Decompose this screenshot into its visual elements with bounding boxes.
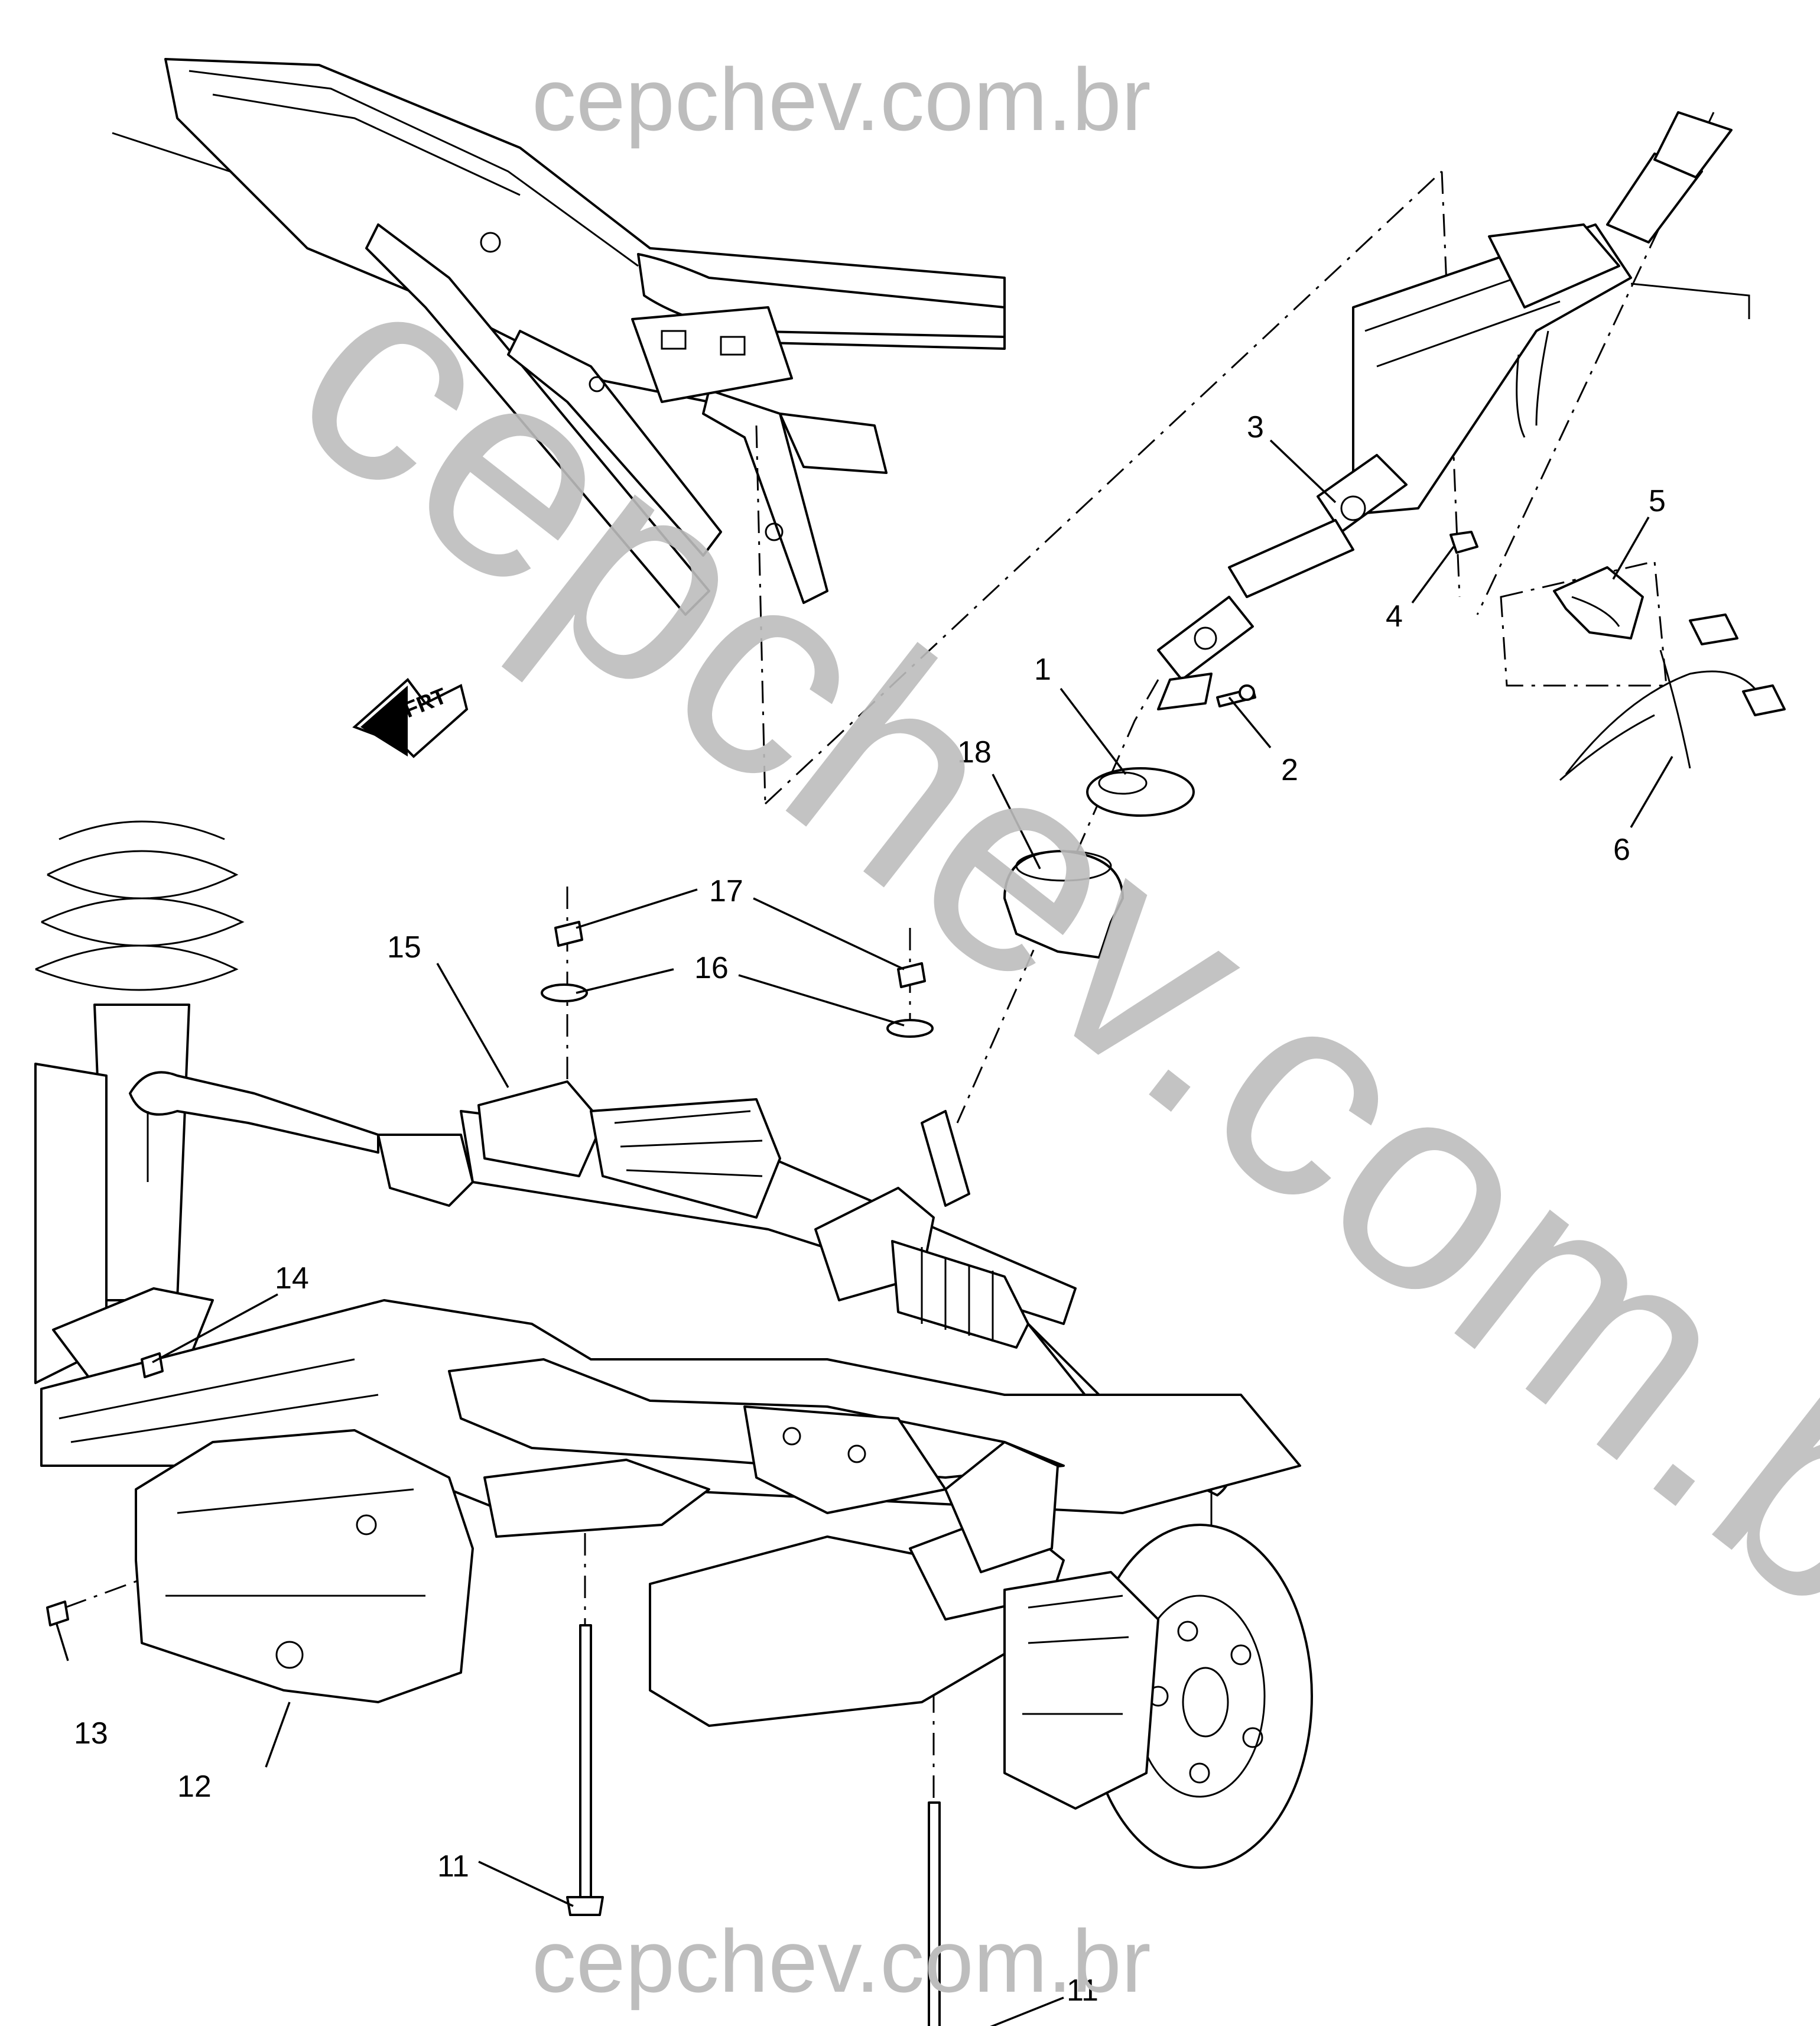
callout-5: 5: [1649, 484, 1666, 518]
callout-15: 15: [387, 930, 421, 965]
boot-18: [1003, 850, 1124, 959]
callout-13: 13: [74, 1716, 108, 1751]
callout-11-a: 11: [437, 1849, 469, 1884]
brake-assembly: [944, 1441, 1313, 1869]
callout-16: 16: [694, 951, 729, 985]
bolts-11-13-14: [46, 1352, 941, 2026]
watermark-bottom: cepchev.com.br: [532, 1911, 1151, 2011]
wiring-harness-6: [1559, 613, 1786, 781]
steering-column: [1157, 111, 1750, 710]
callout-14: 14: [275, 1261, 309, 1296]
callout-labels: 1 2 3 4 5 6 11 11 12 13 14 15 16 17 18: [74, 410, 1666, 2008]
callout-18: 18: [957, 735, 992, 770]
callout-2: 2: [1281, 753, 1298, 787]
instrument-panel-beam: [112, 58, 1006, 616]
bolt-2: [1216, 684, 1256, 707]
heat-shield-12: [135, 1429, 474, 1703]
callout-11-b: 11: [1067, 1973, 1098, 2008]
callout-6: 6: [1613, 833, 1630, 867]
seal-1: [1086, 767, 1195, 817]
callout-1: 1: [1034, 652, 1051, 687]
bracket-5: [1553, 566, 1644, 639]
callout-3: 3: [1247, 410, 1264, 444]
watermark-top: cepchev.com.br: [532, 50, 1151, 149]
callout-leaders: [55, 439, 1673, 2026]
nut-4: [1450, 531, 1478, 554]
steering-gear-15: [129, 1071, 1230, 1560]
callout-12: 12: [177, 1769, 212, 1804]
callout-17: 17: [709, 874, 743, 908]
callout-4: 4: [1386, 599, 1403, 634]
fasteners-16-17: [541, 921, 934, 1038]
front-direction-indicator: FRT: [352, 678, 469, 758]
